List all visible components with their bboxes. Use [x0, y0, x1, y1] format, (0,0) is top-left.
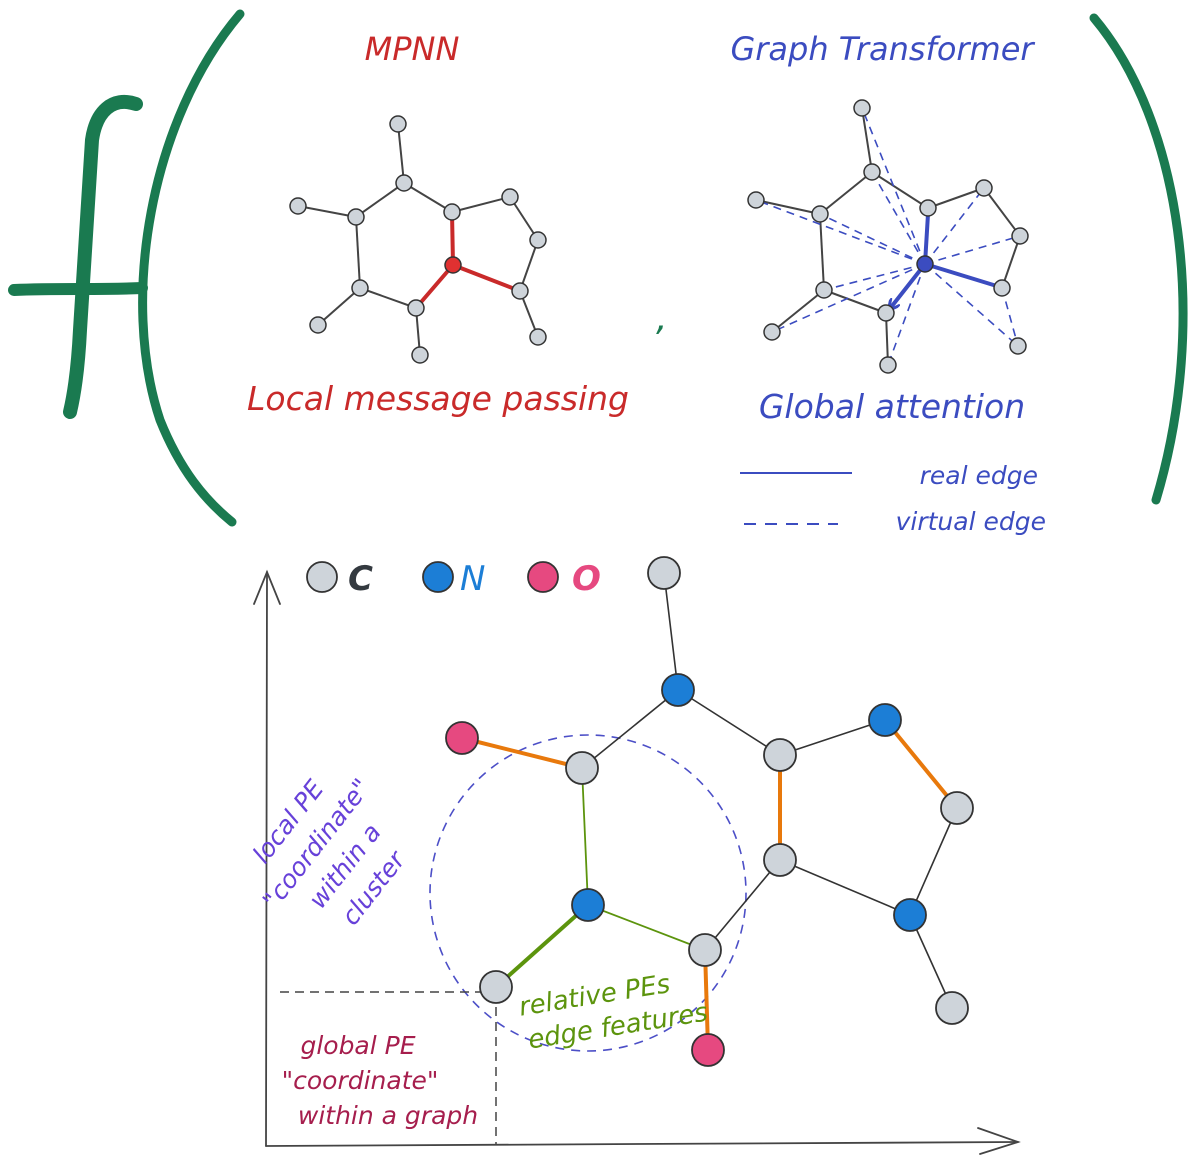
x-axis-arrow — [977, 1127, 1021, 1155]
atom-node — [389, 115, 407, 133]
carbon-legend-dot — [306, 561, 338, 593]
carbon-atom — [479, 970, 513, 1004]
atom-node — [443, 203, 461, 221]
carbon-atom — [935, 991, 969, 1025]
carbon-atom — [647, 556, 681, 590]
atom-node — [811, 205, 829, 223]
oxygen-legend-label: O — [572, 559, 601, 599]
global-pe-line: "coordinate" — [282, 1066, 439, 1095]
left-parenthesis — [138, 9, 245, 527]
molecule-edges — [460, 572, 959, 1050]
nitrogen-legend-dot — [422, 561, 454, 593]
y-axis — [265, 571, 268, 1147]
mpnn-atoms — [289, 115, 547, 364]
carbon-atom — [763, 843, 797, 877]
global-attention-label: Global attention — [759, 387, 1025, 426]
atom-node — [309, 316, 327, 334]
local-cluster-circle — [429, 734, 747, 1052]
atom-node — [877, 304, 895, 322]
mpnn-message-edges — [414, 210, 522, 310]
f-stem — [63, 95, 143, 419]
nitrogen-atom — [571, 888, 605, 922]
atom-node — [879, 356, 897, 374]
atom-node — [529, 231, 547, 249]
oxygen-legend-dot — [527, 561, 559, 593]
atom-node — [993, 279, 1011, 297]
carbon-atom — [940, 791, 974, 825]
nitrogen-legend-label: N — [460, 559, 485, 599]
local-pe-annotation: local PE "coordinate" within a cluster — [247, 773, 412, 930]
transformer-atoms — [747, 99, 1029, 374]
carbon-legend-label: C — [348, 559, 373, 599]
focus-atom-node — [444, 256, 462, 274]
atom-node — [919, 199, 937, 217]
atom-node — [747, 191, 765, 209]
virtual-edge-label: virtual edge — [896, 507, 1046, 536]
transformer-virtual-edges — [755, 107, 1021, 366]
x-axis — [265, 1141, 1019, 1147]
oxygen-atom — [445, 721, 479, 755]
atom-node — [1011, 227, 1029, 245]
nitrogen-atom — [893, 898, 927, 932]
oxygen-atom — [691, 1033, 725, 1067]
atom-node — [863, 163, 881, 181]
atom-node — [815, 281, 833, 299]
f-crossbar — [8, 282, 148, 296]
atom-node — [511, 282, 529, 300]
molecule-atoms — [445, 556, 974, 1067]
atom-legend: C N O — [306, 559, 601, 599]
mpnn-title: MPNN — [365, 30, 460, 68]
atom-node — [853, 99, 871, 117]
transformer-attention-edges — [892, 212, 1002, 306]
atom-node — [289, 197, 307, 215]
focus-atom-node — [916, 255, 934, 273]
transformer-real-edges — [755, 107, 1021, 366]
separator-comma: , — [656, 298, 667, 339]
global-pe-line: within a graph — [298, 1101, 478, 1130]
global-pe-guides — [280, 991, 497, 1144]
graph-transformer-title: Graph Transformer — [730, 30, 1035, 68]
axes — [253, 569, 1021, 1155]
local-message-passing-label: Local message passing — [247, 379, 629, 418]
atom-node — [529, 328, 547, 346]
nitrogen-atom — [661, 673, 695, 707]
mpnn-edges — [297, 123, 539, 356]
atom-node — [763, 323, 781, 341]
atom-node — [411, 346, 429, 364]
atom-node — [407, 299, 425, 317]
carbon-atom — [763, 738, 797, 772]
edge-legend: real edge virtual edge — [740, 461, 1046, 536]
real-edge-label: real edge — [920, 461, 1038, 490]
nitrogen-atom — [868, 703, 902, 737]
atom-node — [975, 179, 993, 197]
relative-pe-annotation: relative PEs edge features — [517, 969, 710, 1055]
global-pe-annotation: global PE "coordinate" within a graph — [282, 1031, 479, 1130]
global-pe-line: global PE — [300, 1031, 415, 1060]
function-f-symbol — [8, 95, 148, 419]
carbon-atom — [688, 933, 722, 967]
transformer-molecule — [747, 99, 1029, 374]
atom-node — [347, 208, 365, 226]
atom-node — [501, 188, 519, 206]
y-axis-arrow — [253, 569, 281, 605]
right-parenthesis — [1089, 13, 1188, 505]
carbon-atom — [565, 751, 599, 785]
atom-node — [351, 279, 369, 297]
atom-node — [1009, 337, 1027, 355]
mpnn-molecule — [289, 115, 547, 364]
atom-node — [395, 174, 413, 192]
